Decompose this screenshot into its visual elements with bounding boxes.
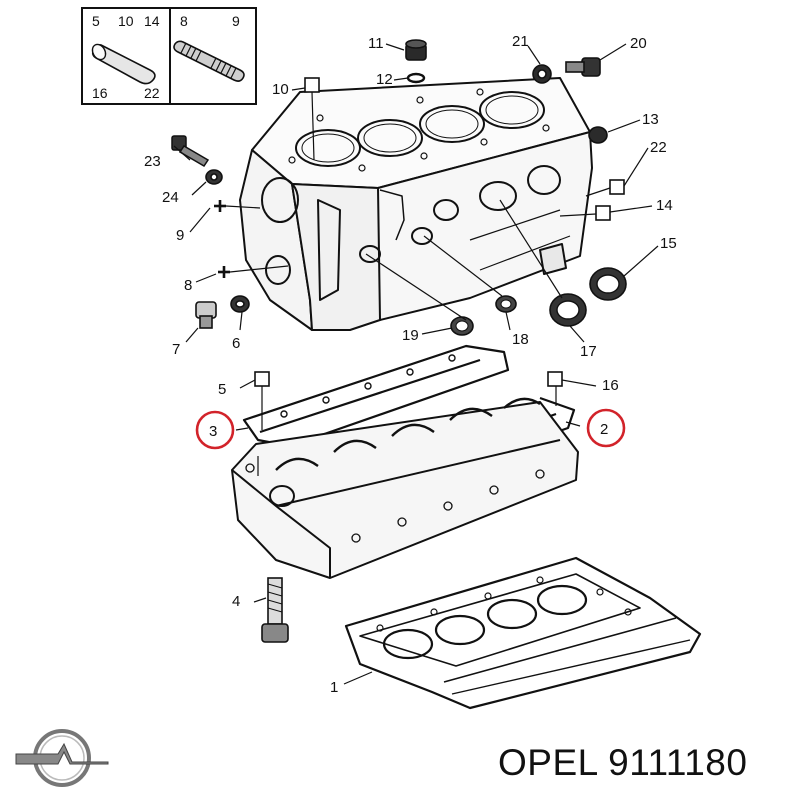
opel-blitz-icon: [15, 729, 109, 787]
callout-12: 12: [376, 71, 393, 88]
inset-label-14: 14: [144, 13, 160, 29]
callout-16: 16: [602, 377, 619, 394]
callout-7: 7: [172, 341, 180, 358]
inset-label-10: 10: [118, 13, 134, 29]
callout-13: 13: [642, 111, 659, 128]
inset-label-22: 22: [144, 85, 160, 101]
part-12-ring: [406, 72, 426, 84]
callout-24: 24: [162, 189, 179, 206]
callout-2: 2: [600, 421, 608, 438]
part-24-washer: [205, 169, 223, 185]
callout-10: 10: [272, 81, 289, 98]
part-4-bolt: [261, 577, 289, 643]
part-11-cap: [405, 39, 427, 61]
part-15-seal: [589, 267, 627, 301]
inset-box: [81, 7, 257, 105]
part-6-washer: [230, 295, 250, 313]
callout-11: 11: [368, 35, 384, 52]
highlight-circle-2: [586, 408, 626, 448]
cross-markers: [214, 200, 230, 278]
callout-22: 22: [650, 139, 667, 156]
part-17-seal: [549, 293, 587, 327]
callout-15: 15: [660, 235, 677, 252]
callout-8: 8: [184, 277, 192, 294]
part-19-plug: [450, 316, 474, 336]
lower-crankcase: [231, 397, 579, 579]
part-13-plug: [588, 126, 608, 144]
dowel-pin-icon: [91, 43, 156, 85]
reference-boxes: [254, 77, 625, 387]
part-18-plug: [495, 295, 517, 313]
callout-17: 17: [580, 343, 597, 360]
inset-label-5: 5: [92, 13, 100, 29]
callout-21: 21: [512, 33, 529, 50]
callout-19: 19: [402, 327, 419, 344]
callout-20: 20: [630, 35, 647, 52]
inset-label-9: 9: [232, 13, 240, 29]
part-23-bolt: [171, 135, 210, 168]
brand-name: OPEL: [498, 742, 598, 783]
callout-4: 4: [232, 593, 240, 610]
callout-5: 5: [218, 381, 226, 398]
part-7-drain-plug: [195, 301, 217, 329]
callout-1: 1: [330, 679, 338, 696]
leader-lines: [173, 43, 659, 685]
part-number: 9111180: [608, 742, 748, 783]
highlight-circles: [195, 408, 626, 450]
part-20-bolt: [565, 57, 601, 77]
callout-23: 23: [144, 153, 161, 170]
callout-6: 6: [232, 335, 240, 352]
gasket-set: [344, 556, 702, 710]
part-21-plug: [532, 64, 552, 84]
inset-label-8: 8: [180, 13, 188, 29]
callout-18: 18: [512, 331, 529, 348]
part-caption: OPEL 9111180: [498, 742, 747, 784]
opel-logo: [15, 729, 109, 787]
callout-3: 3: [209, 423, 217, 440]
callout-9: 9: [176, 227, 184, 244]
highlight-circle-3: [195, 410, 235, 450]
upper-engine-block: [239, 77, 593, 331]
callout-14: 14: [656, 197, 673, 214]
stud-bolt-icon: [173, 40, 245, 82]
inset-label-16: 16: [92, 85, 108, 101]
